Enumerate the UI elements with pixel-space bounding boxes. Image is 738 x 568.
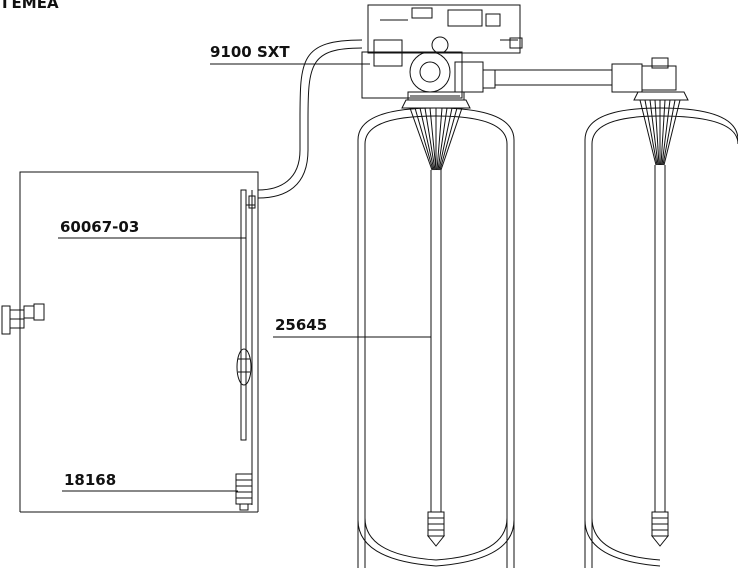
label-air-check: 18168 — [64, 471, 117, 489]
overflow-fitting-icon — [2, 304, 44, 334]
label-brine-valve: 60067-03 — [60, 218, 140, 236]
riser-tube-1 — [428, 170, 444, 546]
riser-tube-2 — [652, 165, 668, 546]
mineral-tank-1 — [358, 108, 514, 568]
mineral-tank-2 — [585, 108, 738, 568]
label-riser-tube: 25645 — [275, 316, 328, 334]
leader-lines — [58, 64, 431, 491]
interconnect-pipe — [495, 58, 688, 100]
distributor-basket-icon — [410, 108, 462, 170]
brine-tank — [20, 172, 258, 512]
brine-line-tube — [258, 40, 362, 198]
air-check-icon — [236, 474, 252, 510]
label-control-valve: 9100 SXT — [210, 43, 290, 61]
page-heading: ГЕМЕА — [2, 0, 59, 12]
brine-well-icon — [237, 190, 255, 440]
control-valve-icon — [362, 5, 522, 108]
distributor-basket-icon — [640, 100, 680, 165]
